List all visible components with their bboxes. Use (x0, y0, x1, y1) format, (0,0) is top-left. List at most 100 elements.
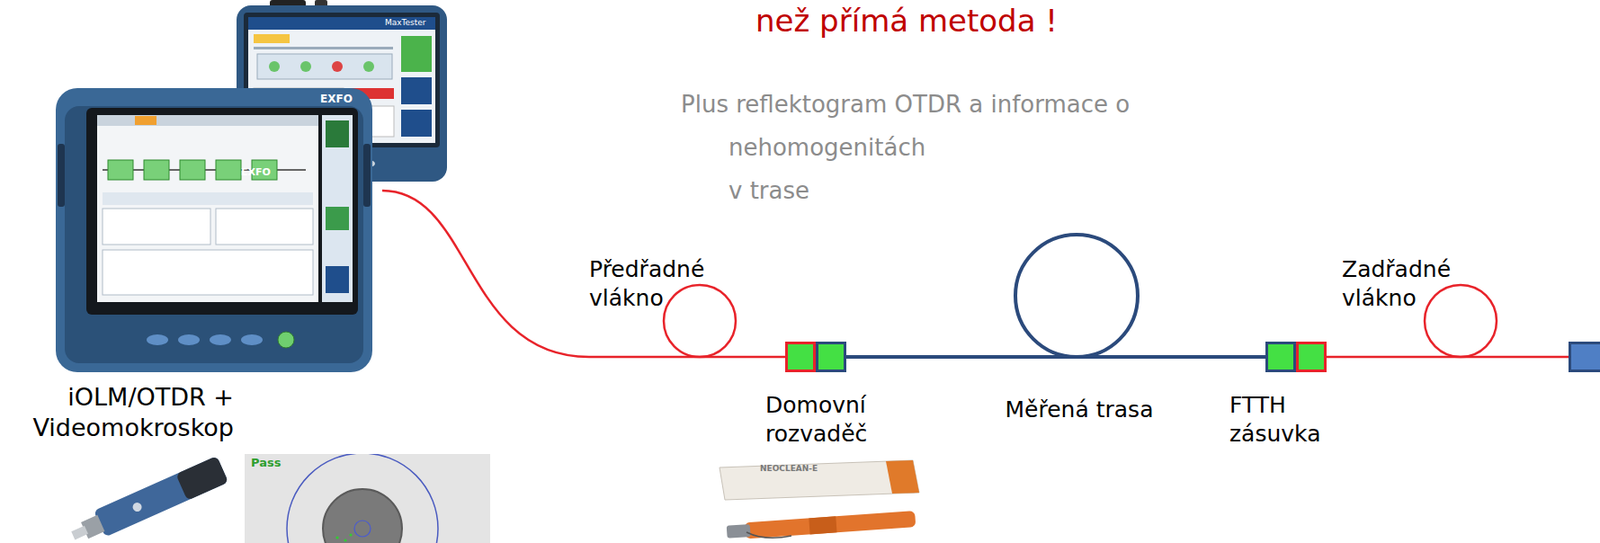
cleaner-tool-part (719, 460, 920, 501)
otdr-tablet-part (215, 208, 313, 245)
maxtester-device-part (248, 17, 436, 30)
maxtester-device-part (300, 61, 312, 72)
otdr-tablet-part (64, 106, 364, 364)
otdr-tablet-part (107, 160, 134, 180)
maxtester-device-part (331, 61, 343, 72)
inspection-probe-part (93, 455, 229, 537)
node-label: Zadřadné vlákno (1341, 256, 1451, 312)
fiber-connector-block (786, 343, 815, 372)
fiber-line (762, 356, 786, 359)
brand-logo-wrap: EXFO (320, 92, 362, 106)
inspection-probe-part (175, 455, 229, 501)
product-name-wrap: NEOCLEAN-E (759, 464, 841, 474)
node-label: iOLM/OTDR + Videomokroskop (32, 383, 234, 442)
screen-title: MaxTester (384, 17, 427, 27)
fiber-end-part (1514, 356, 1571, 359)
node-label-wrap: iOLM/OTDR + Videomokroskop (17, 382, 234, 444)
note-text: Plus reflektogram OTDR a informace o neh… (680, 90, 1130, 205)
test-instrument: iOLM/OTDR + Videomokroskop (13, 82, 383, 454)
maxtester-device-part (363, 61, 375, 72)
otdr-tablet-part (325, 120, 349, 148)
tail-fiber: Zadřadné vlákno (1341, 251, 1515, 373)
fiber-loop (1424, 285, 1497, 358)
fiber-endface-part (343, 538, 347, 542)
fiber-endface-part (322, 489, 403, 543)
otdr-tablet (55, 88, 373, 373)
fiber-endface-part (354, 520, 371, 537)
fiber-connector (746, 356, 763, 359)
brand-logo: EXFO (241, 166, 271, 179)
fiber-connector (382, 190, 590, 358)
fiber-connector (1331, 356, 1342, 359)
node-label: Domovní rozvaděč (765, 392, 868, 447)
maxtester-device-part (257, 53, 393, 80)
otdr-tablet-part (57, 143, 65, 207)
screen-title-wrap: MaxTester (384, 17, 434, 28)
inspection-probe-part (71, 526, 89, 541)
brand-logo-wrap: EXFO (241, 166, 281, 179)
otdr-tablet-part (102, 250, 313, 295)
fiber-end-part (1570, 343, 1600, 372)
fiber-line (589, 356, 747, 359)
cleaner-tool-part-part (808, 516, 837, 535)
fiber-endface (286, 454, 438, 543)
launch-fiber: Předřadné vlákno (589, 251, 747, 373)
otdr-tablet-part (325, 206, 349, 231)
fiber-line (1326, 356, 1332, 359)
inspection-result-wrap: Pass (250, 455, 291, 470)
distribution-box: Domovní rozvaděč (762, 339, 877, 452)
node-label-wrap: FTTH zásuvka (1229, 391, 1331, 449)
cleaner-tool-part-part (744, 510, 917, 539)
measured-route: Měřená trasa (993, 229, 1167, 432)
note-heading-wrap: než přímá metoda ! (755, 2, 1152, 39)
otdr-tablet-part (215, 160, 242, 180)
fiber-endface-part (286, 454, 438, 543)
otdr-tablet-part (363, 143, 371, 207)
cleaner-tool-part (746, 532, 792, 538)
fiber-connector-block (817, 343, 846, 372)
otdr-tablet-part (102, 192, 313, 206)
otdr-tablet-part (97, 115, 319, 303)
fiber-connector (1166, 355, 1225, 359)
fiber-endface-image (244, 453, 491, 543)
otdr-tablet-part (55, 88, 373, 373)
otdr-tablet-part (97, 115, 319, 126)
node-label-wrap: Předřadné vlákno (589, 255, 725, 313)
inspection-result: Pass (250, 455, 281, 470)
otdr-tablet-part (321, 115, 353, 303)
node-label: Měřená trasa (1005, 396, 1154, 423)
cleaner-tool-part (726, 510, 917, 541)
product-name: NEOCLEAN-E (759, 464, 818, 474)
fiber-endface-part (348, 533, 352, 537)
inspection-probe (67, 455, 229, 543)
fiber-connector-block (1297, 343, 1326, 372)
fiber-connector (876, 355, 994, 359)
note-heading: než přímá metoda ! (755, 2, 1058, 39)
otdr-tablet-part (143, 160, 170, 180)
otdr-tablet-part (102, 208, 211, 245)
brand-logo: EXFO (320, 92, 353, 106)
node-label: FTTH zásuvka (1229, 392, 1321, 447)
inspection-probe-part (131, 500, 144, 513)
note-text-wrap: Plus reflektogram OTDR a informace o neh… (680, 82, 1233, 213)
node-label-wrap: Měřená trasa (993, 395, 1165, 425)
maxtester-device-part (253, 46, 394, 50)
fiber-end (1514, 343, 1600, 372)
otdr-tablet-part (277, 331, 295, 349)
node-label-wrap: Zadřadné vlákno (1341, 255, 1477, 313)
cleaner-tool (719, 460, 920, 541)
otdr-tablet-part (86, 107, 358, 315)
otdr-tablet-part (134, 116, 157, 126)
maxtester-device-part (401, 35, 432, 72)
maxtester-device-part (401, 109, 432, 137)
fiber-line (1341, 356, 1515, 359)
fiber-loop (663, 285, 736, 358)
otdr-tablet-part (241, 334, 263, 346)
ftth-socket: FTTH zásuvka (1224, 339, 1332, 452)
otdr-tablet-part (146, 334, 169, 346)
fiber-loop (1015, 234, 1138, 358)
otdr-tablet-part (178, 334, 200, 346)
maxtester-device-part (268, 61, 280, 72)
